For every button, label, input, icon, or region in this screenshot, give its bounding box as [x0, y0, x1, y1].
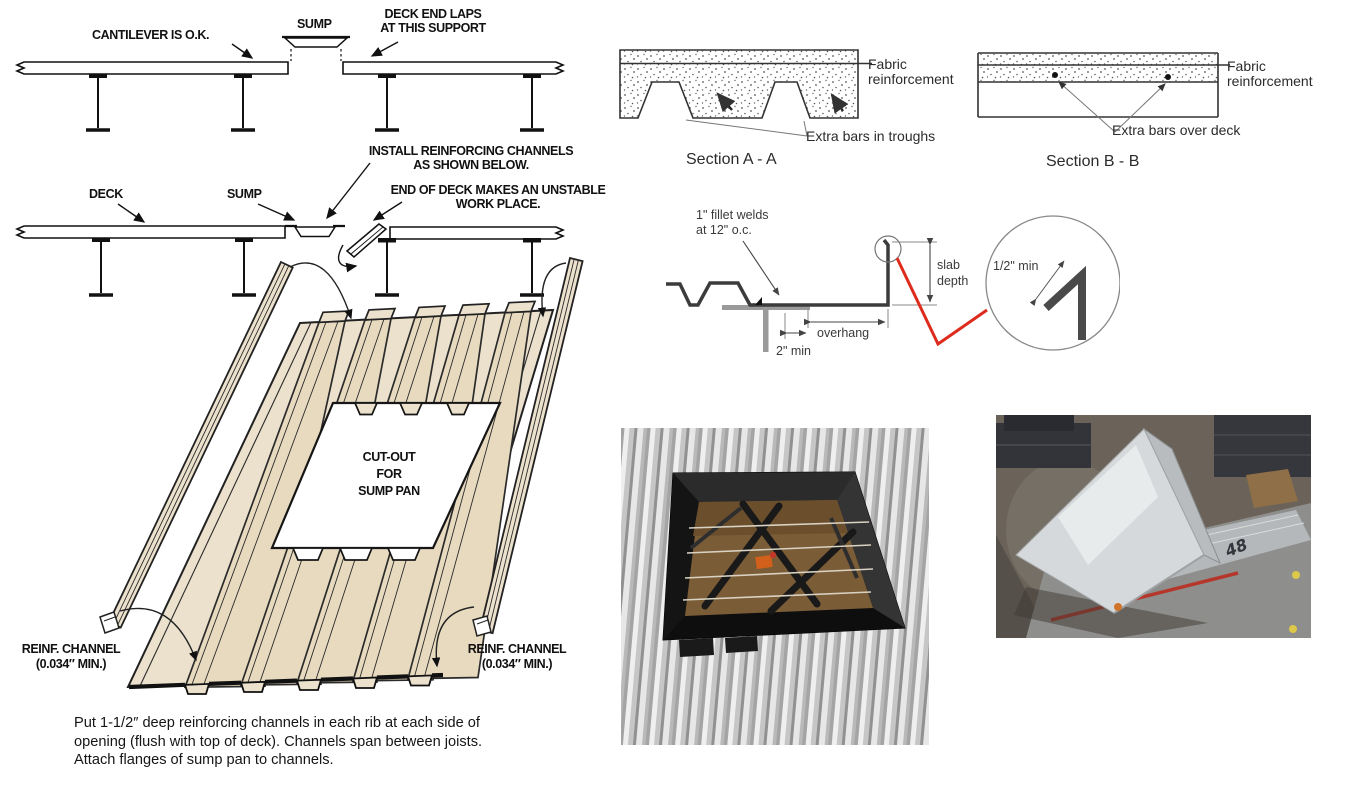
caption-line2: opening (flush with top of deck). Channe…	[74, 733, 483, 750]
fillet-welds-line2: at 12" o.c.	[696, 223, 752, 237]
sump-label-top: SUMP	[297, 17, 332, 31]
caption-paragraph: Put 1-1/2″ deep reinforcing channels in …	[74, 714, 482, 770]
install-channels-label: INSTALL REINFORCING CHANNELS AS SHOWN BE…	[357, 144, 585, 172]
cutout-label: CUT-OUT FOR SUMP PAN	[330, 449, 448, 500]
fabric-b-line1: Fabric	[1227, 58, 1266, 74]
diagram1-section-art	[14, 35, 566, 132]
deck-diagrams-art	[14, 35, 584, 695]
cantilever-label: CANTILEVER IS O.K.	[92, 28, 210, 42]
section-b-title: Section B - B	[1046, 153, 1140, 170]
slab-depth-line2: depth	[937, 274, 969, 288]
end-of-deck-line1: END OF DECK MAKES AN UNSTABLE	[390, 183, 606, 197]
reinf-channel-label-right: REINF. CHANNEL (0.034″ MIN.)	[460, 642, 574, 672]
cutout-line1: CUT-OUT	[362, 450, 416, 464]
fabric-reinforcement-label-a: Fabric reinforcement	[868, 57, 954, 87]
end-of-deck-label: END OF DECK MAKES AN UNSTABLE WORK PLACE…	[378, 183, 618, 211]
section-a-title: Section A - A	[686, 151, 777, 168]
fabric-reinforcement-label-b: Fabric reinforcement	[1227, 59, 1313, 89]
reinf-channel-left-line2: (0.034″ MIN.)	[35, 657, 107, 671]
half-min-label: 1/2" min	[993, 259, 1039, 273]
slab-depth-label: slab depth	[937, 257, 968, 289]
cutout-line3: SUMP PAN	[358, 484, 420, 498]
isometric-deck-art	[99, 256, 584, 695]
reinf-channel-right-line1: REINF. CHANNEL	[467, 642, 567, 656]
deck-end-laps-line2: AT THIS SUPPORT	[380, 20, 486, 35]
deck-label: DECK	[89, 187, 123, 201]
section-b-art	[977, 52, 1230, 133]
pour-stop-photo: 48	[996, 415, 1311, 638]
diagram2-section-art	[14, 162, 566, 297]
fabric-b-line2: reinforcement	[1227, 73, 1313, 89]
cutout-line2: FOR	[376, 467, 402, 481]
reinf-channel-right-line2: (0.034″ MIN.)	[481, 657, 553, 671]
fabric-a-line1: Fabric	[868, 56, 907, 72]
sump-pan-photo	[621, 428, 929, 745]
section-a-art	[619, 49, 872, 137]
slab-depth-line1: slab	[937, 258, 960, 272]
reinf-channel-left-line1: REINF. CHANNEL	[21, 642, 121, 656]
install-channels-line1: INSTALL REINFORCING CHANNELS	[368, 144, 574, 158]
extra-bars-label-a: Extra bars in troughs	[806, 128, 936, 144]
deck-end-laps-line1: DECK END LAPS	[384, 7, 482, 21]
sump-label-mid: SUMP	[227, 187, 262, 201]
fillet-welds-line1: 1" fillet welds	[696, 208, 769, 222]
fillet-welds-label: 1" fillet welds at 12" o.c.	[696, 208, 769, 238]
install-channels-line2: AS SHOWN BELOW.	[413, 157, 529, 172]
deck-end-laps-label: DECK END LAPS AT THIS SUPPORT	[357, 7, 509, 35]
caption-line3: Attach flanges of sump pan to channels.	[74, 752, 334, 768]
extra-bars-label-b: Extra bars over deck	[1112, 122, 1241, 138]
reinf-channel-label-left: REINF. CHANNEL (0.034″ MIN.)	[14, 642, 128, 672]
overhang-label: overhang	[817, 326, 870, 340]
end-of-deck-line2: WORK PLACE.	[455, 196, 541, 211]
caption-line1: Put 1-1/2″ deep reinforcing channels in …	[74, 715, 480, 731]
two-min-label: 2" min	[776, 344, 812, 358]
weld-detail-art	[666, 215, 1120, 352]
fabric-a-line2: reinforcement	[868, 71, 954, 87]
